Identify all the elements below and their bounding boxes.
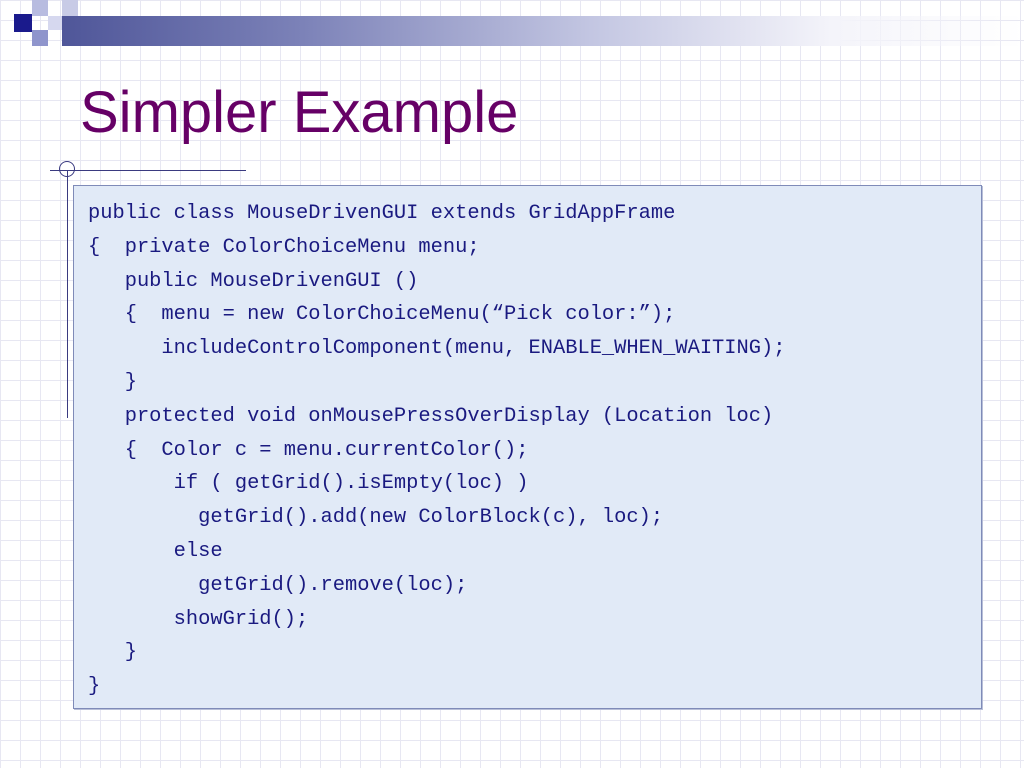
code-line: } <box>88 370 137 394</box>
slide-title: Simpler Example <box>80 80 519 145</box>
code-line: } <box>88 641 137 665</box>
code-line: includeControlComponent(menu, ENABLE_WHE… <box>88 337 786 361</box>
title-underline <box>50 170 246 171</box>
decor-square-light-2 <box>62 0 78 16</box>
decor-square-medium <box>32 30 48 46</box>
decor-square-dark <box>14 14 32 32</box>
code-line: if ( getGrid().isEmpty(loc) ) <box>88 472 529 496</box>
code-line: public class MouseDrivenGUI extends Grid… <box>88 202 676 225</box>
vertical-rule <box>67 170 68 418</box>
code-line: else <box>88 539 223 563</box>
code-line: public MouseDrivenGUI () <box>88 269 419 293</box>
code-line: { private ColorChoiceMenu menu; <box>88 235 480 259</box>
code-block: public class MouseDrivenGUI extends Grid… <box>73 185 982 709</box>
code-line: showGrid(); <box>88 607 309 631</box>
code-line: } <box>88 675 101 699</box>
code-line: protected void onMousePressOverDisplay (… <box>88 404 774 428</box>
decor-square-light <box>32 0 48 16</box>
decor-square-pale <box>48 16 62 30</box>
header-gradient-bar <box>62 16 1024 46</box>
code-line: { menu = new ColorChoiceMenu(“Pick color… <box>88 303 676 327</box>
code-line: { Color c = menu.currentColor(); <box>88 438 529 462</box>
code-line: getGrid().add(new ColorBlock(c), loc); <box>88 506 664 530</box>
code-line: getGrid().remove(loc); <box>88 573 468 597</box>
